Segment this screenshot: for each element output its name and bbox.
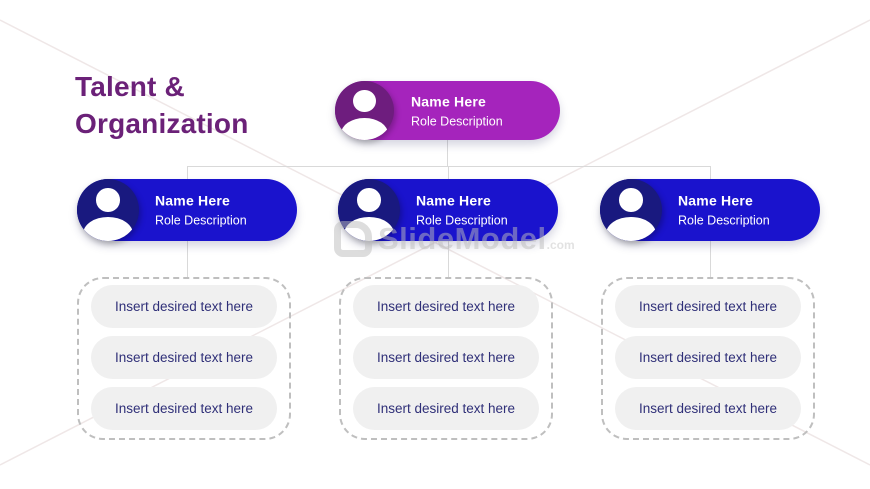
connector-horizontal [187, 166, 711, 167]
placeholder-group-1: Insert desired text here Insert desired … [77, 277, 291, 440]
connector-drop-middle [448, 166, 449, 180]
connector-group-middle [448, 240, 449, 278]
root-name: Name Here [411, 93, 486, 109]
title-line-2: Organization [75, 108, 249, 139]
connector-group-left [187, 240, 188, 278]
text-placeholder[interactable]: Insert desired text here [353, 285, 539, 328]
placeholder-group-3: Insert desired text here Insert desired … [601, 277, 815, 440]
text-placeholder[interactable]: Insert desired text here [615, 336, 801, 379]
manager-role: Role Description [416, 213, 508, 228]
person-icon [600, 179, 662, 241]
text-placeholder[interactable]: Insert desired text here [353, 336, 539, 379]
connector-group-right [710, 240, 711, 278]
page-title: Talent & Organization [75, 68, 249, 142]
person-icon [335, 81, 394, 140]
root-role: Role Description [411, 114, 503, 128]
manager-role: Role Description [155, 213, 247, 228]
org-node-manager-1[interactable]: Name Here Role Description [77, 179, 297, 241]
title-line-1: Talent & [75, 71, 185, 102]
person-icon [77, 179, 139, 241]
connector-drop-left [187, 166, 188, 180]
watermark-suffix: .com [546, 238, 575, 252]
org-node-manager-3[interactable]: Name Here Role Description [600, 179, 820, 241]
text-placeholder[interactable]: Insert desired text here [91, 336, 277, 379]
org-node-root[interactable]: Name Here Role Description [335, 81, 560, 140]
manager-name: Name Here [678, 192, 753, 209]
text-placeholder[interactable]: Insert desired text here [615, 285, 801, 328]
manager-role: Role Description [678, 213, 770, 228]
manager-name: Name Here [155, 192, 230, 209]
text-placeholder[interactable]: Insert desired text here [91, 285, 277, 328]
connector-drop-right [710, 166, 711, 180]
manager-name: Name Here [416, 192, 491, 209]
person-icon [338, 179, 400, 241]
text-placeholder[interactable]: Insert desired text here [91, 387, 277, 430]
placeholder-group-2: Insert desired text here Insert desired … [339, 277, 553, 440]
text-placeholder[interactable]: Insert desired text here [353, 387, 539, 430]
text-placeholder[interactable]: Insert desired text here [615, 387, 801, 430]
connector-root-vertical [447, 140, 448, 167]
org-node-manager-2[interactable]: Name Here Role Description [338, 179, 558, 241]
